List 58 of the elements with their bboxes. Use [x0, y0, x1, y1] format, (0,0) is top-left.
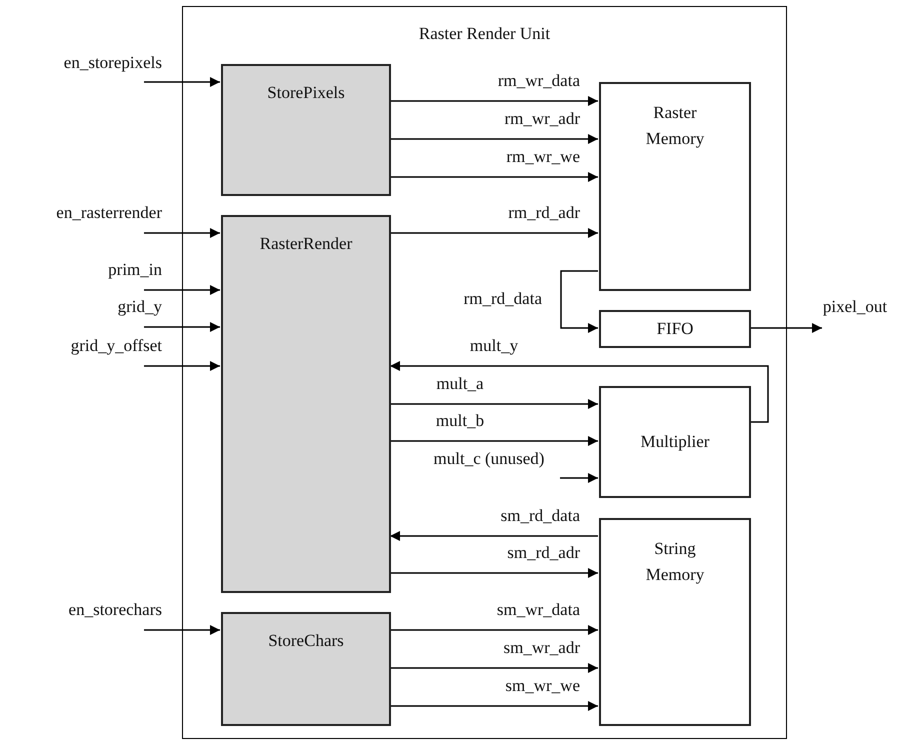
block-box: [599, 386, 751, 498]
block-label: String Memory: [644, 538, 706, 586]
block-box: [599, 310, 751, 348]
module-box: [221, 64, 391, 196]
signal-label: grid_y_offset: [70, 336, 162, 356]
signal-arrow: [390, 568, 598, 578]
signal-arrow: [144, 285, 220, 295]
signal-label: grid_y: [118, 297, 162, 317]
signal-arrow: [750, 323, 822, 333]
signal-label: sm_wr_adr: [504, 638, 580, 658]
signal-arrow: [144, 625, 220, 635]
signal-label: mult_c (unused): [434, 449, 544, 469]
block-label: Raster Render Unit: [418, 23, 552, 45]
signal-arrow: [390, 228, 598, 238]
signal-arrow: [390, 96, 598, 106]
module-box: [221, 215, 391, 593]
signal-label: rm_rd_data: [464, 289, 542, 309]
signal-label: sm_rd_data: [500, 506, 580, 526]
signal-label: pixel_out: [822, 297, 888, 317]
module-box: [221, 612, 391, 726]
block-label: RasterRender: [258, 233, 354, 255]
signal-arrow: [390, 663, 598, 673]
signal-label: en_rasterrender: [56, 203, 162, 223]
signal-arrow: [390, 625, 598, 635]
signal-label: prim_in: [108, 260, 162, 280]
signal-label: sm_wr_data: [496, 600, 580, 620]
signal-arrow: [144, 361, 220, 371]
signal-arrow: [390, 531, 598, 541]
memory-box: [599, 518, 751, 726]
memory-box: [599, 82, 751, 291]
signal-label: mult_a: [436, 374, 484, 394]
block-label: FIFO: [656, 318, 694, 340]
signal-label: rm_rd_adr: [508, 203, 580, 223]
signal-label: rm_wr_data: [498, 71, 580, 91]
signal-arrow: [560, 270, 598, 333]
signal-label: rm_wr_adr: [504, 109, 580, 129]
block-label: StoreChars: [267, 630, 345, 652]
signal-arrow: [390, 436, 598, 446]
signal-arrow: [144, 77, 220, 87]
signal-label: rm_wr_we: [506, 147, 580, 167]
signal-label: sm_wr_we: [505, 676, 580, 696]
signal-arrow: [390, 701, 598, 711]
signal-arrow: [390, 399, 598, 409]
signal-label: en_storepixels: [64, 53, 162, 73]
block-label: Raster Memory: [644, 102, 706, 150]
block-label: StorePixels: [266, 82, 346, 104]
signal-arrow: [144, 228, 220, 238]
signal-arrow: [390, 134, 598, 144]
block-label: Multiplier: [640, 431, 710, 454]
signal-label: sm_rd_adr: [507, 543, 580, 563]
signal-arrow: [390, 172, 598, 182]
signal-arrow: [560, 473, 598, 483]
signal-arrow: [390, 361, 769, 423]
unit-frame: [182, 6, 787, 739]
signal-label: mult_y: [470, 336, 518, 356]
signal-label: mult_b: [436, 411, 484, 431]
signal-arrow: [144, 322, 220, 332]
signal-label: en_storechars: [68, 600, 162, 620]
